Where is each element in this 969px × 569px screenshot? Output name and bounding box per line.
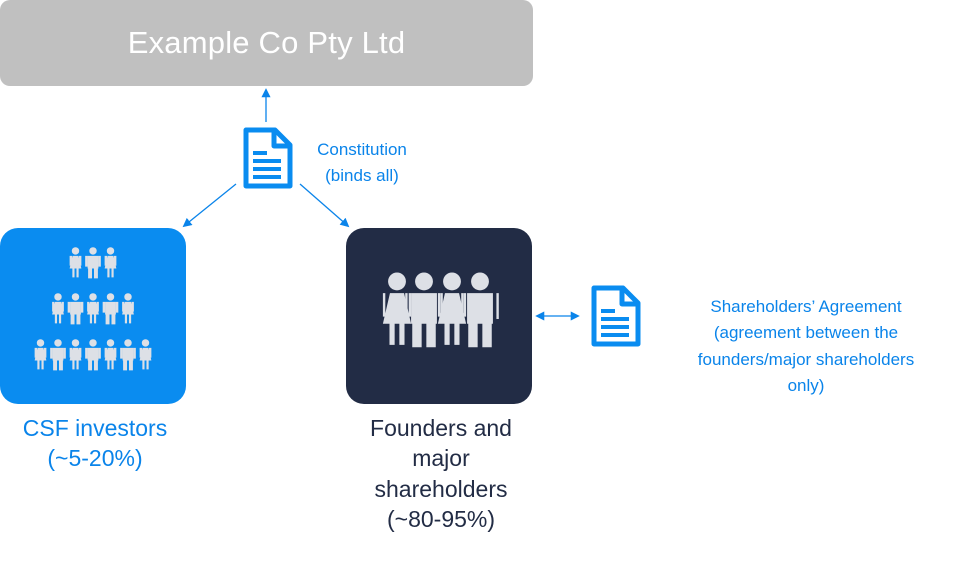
csf-share: (~5-20%) [47,445,143,472]
sha-note-3: only) [787,376,825,396]
sha-title: Shareholders’ Agreement [710,297,902,316]
crowd-person-0-1 [85,247,101,279]
shareholders-agreement-caption: Shareholders’ Agreement (agreement betwe… [668,294,944,399]
group-person-3 [461,272,499,348]
group-person-1 [405,272,443,348]
crowd-person-2-6 [139,339,152,370]
founders-line-1: Founders and [370,415,512,441]
crowd-person-0-2 [104,247,117,278]
company-name: Example Co Pty Ltd [127,25,406,60]
founders-line-4: (~80-95%) [386,506,496,533]
arrow-to-founders [299,183,350,228]
crowd-person-2-4 [104,339,117,370]
crowd-person-1-2 [87,293,99,324]
crowd-person-1-0 [52,293,64,324]
company-box: Example Co Pty Ltd [0,0,533,86]
group-person-2 [437,272,467,345]
arrow-to-csf [182,183,237,228]
crowd-person-2-1 [50,339,66,371]
group-person-0 [382,272,412,345]
crowd-person-0-0 [69,247,82,278]
crowd-person-1-4 [122,293,134,324]
constitution-note: (binds all) [325,166,399,186]
group-icon [382,272,499,348]
sha-note-1: (agreement between the [713,323,899,343]
constitution-caption: Constitution (binds all) [292,137,432,190]
constitution-title: Constitution [317,140,407,159]
founders-line-2: major [412,445,470,472]
crowd-icon [34,247,152,371]
founders-caption: Founders and major shareholders (~80-95%… [336,413,546,534]
shareholders-agreement-document-icon [591,285,641,347]
csf-investors-tile [0,228,186,404]
crowd-person-2-5 [120,339,136,371]
crowd-person-2-0 [34,339,47,370]
constitution-document-icon [243,127,293,189]
founders-line-3: shareholders [374,475,508,502]
crowd-person-2-2 [69,339,82,370]
crowd-person-1-3 [102,293,119,325]
crowd-person-1-1 [67,293,84,325]
crowd-person-2-3 [85,339,101,371]
csf-caption: CSF investors (~5-20%) [0,413,190,474]
csf-title: CSF investors [22,415,168,441]
sha-note-2: founders/major shareholders [697,349,915,369]
founders-tile [346,228,532,404]
